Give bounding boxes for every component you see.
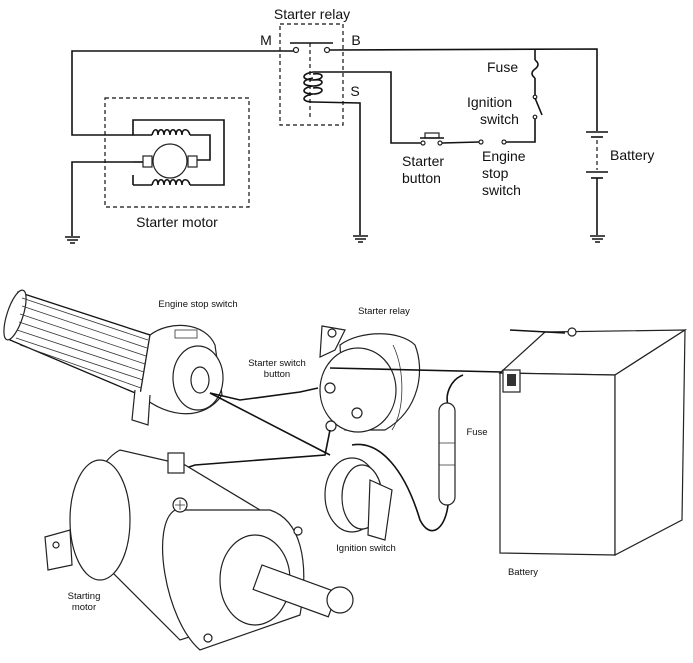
- battery-illustration: [498, 327, 688, 556]
- starter-relay-illustration: [319, 325, 421, 433]
- label-battery: Battery: [610, 147, 654, 163]
- label-terminal-b: B: [351, 32, 360, 48]
- label-engine-stop-2: stop: [482, 165, 509, 181]
- label-starter-button-2: button: [402, 170, 441, 186]
- label-engine-stop-switch: Engine stop switch: [158, 299, 237, 310]
- schematic: Starter relay M B S Fuse Ignition switch: [65, 6, 654, 244]
- label-terminal-m: M: [260, 32, 272, 48]
- label-engine-stop-1: Engine: [482, 148, 526, 164]
- engine-stop-switch-symbol: [478, 139, 507, 145]
- label-terminal-s: S: [350, 83, 359, 99]
- label-starter-switch-button-2: button: [264, 369, 290, 380]
- label-starter-relay: Starter relay: [274, 6, 350, 22]
- label-battery-illus: Battery: [508, 567, 538, 578]
- label-engine-stop-3: switch: [482, 182, 521, 198]
- label-ignition-switch-2: switch: [480, 111, 519, 127]
- label-starter-switch-button-1: Starter switch: [248, 358, 306, 369]
- label-fuse: Fuse: [487, 59, 518, 75]
- ignition-switch-illustration: [324, 457, 393, 541]
- starting-motor-illustration: [44, 449, 354, 651]
- starter-motor-symbol: [104, 97, 250, 208]
- label-starter-relay-illus: Starter relay: [358, 306, 410, 317]
- label-starting-motor-1: Starting: [68, 591, 101, 602]
- label-starter-button-1: Starter: [402, 153, 444, 169]
- ground-icon: [65, 235, 605, 244]
- label-ignition-switch-1: Ignition: [467, 94, 512, 110]
- label-fuse-illus: Fuse: [466, 427, 487, 438]
- label-ignition-switch-illus: Ignition switch: [336, 543, 396, 554]
- starter-button-symbol: [420, 132, 444, 146]
- handlebar-grip: [3, 289, 151, 396]
- illustration: Engine stop switch Starter relay Starter…: [3, 289, 688, 651]
- starter-relay-symbol: [279, 23, 344, 126]
- ignition-switch-symbol: [532, 97, 543, 120]
- schematic-wires: [71, 48, 598, 236]
- battery-symbol: [586, 131, 608, 235]
- fuse-symbol: [531, 49, 539, 100]
- fuse-illustration: [438, 402, 456, 506]
- label-starter-motor: Starter motor: [136, 214, 218, 230]
- label-starting-motor-2: motor: [72, 602, 96, 613]
